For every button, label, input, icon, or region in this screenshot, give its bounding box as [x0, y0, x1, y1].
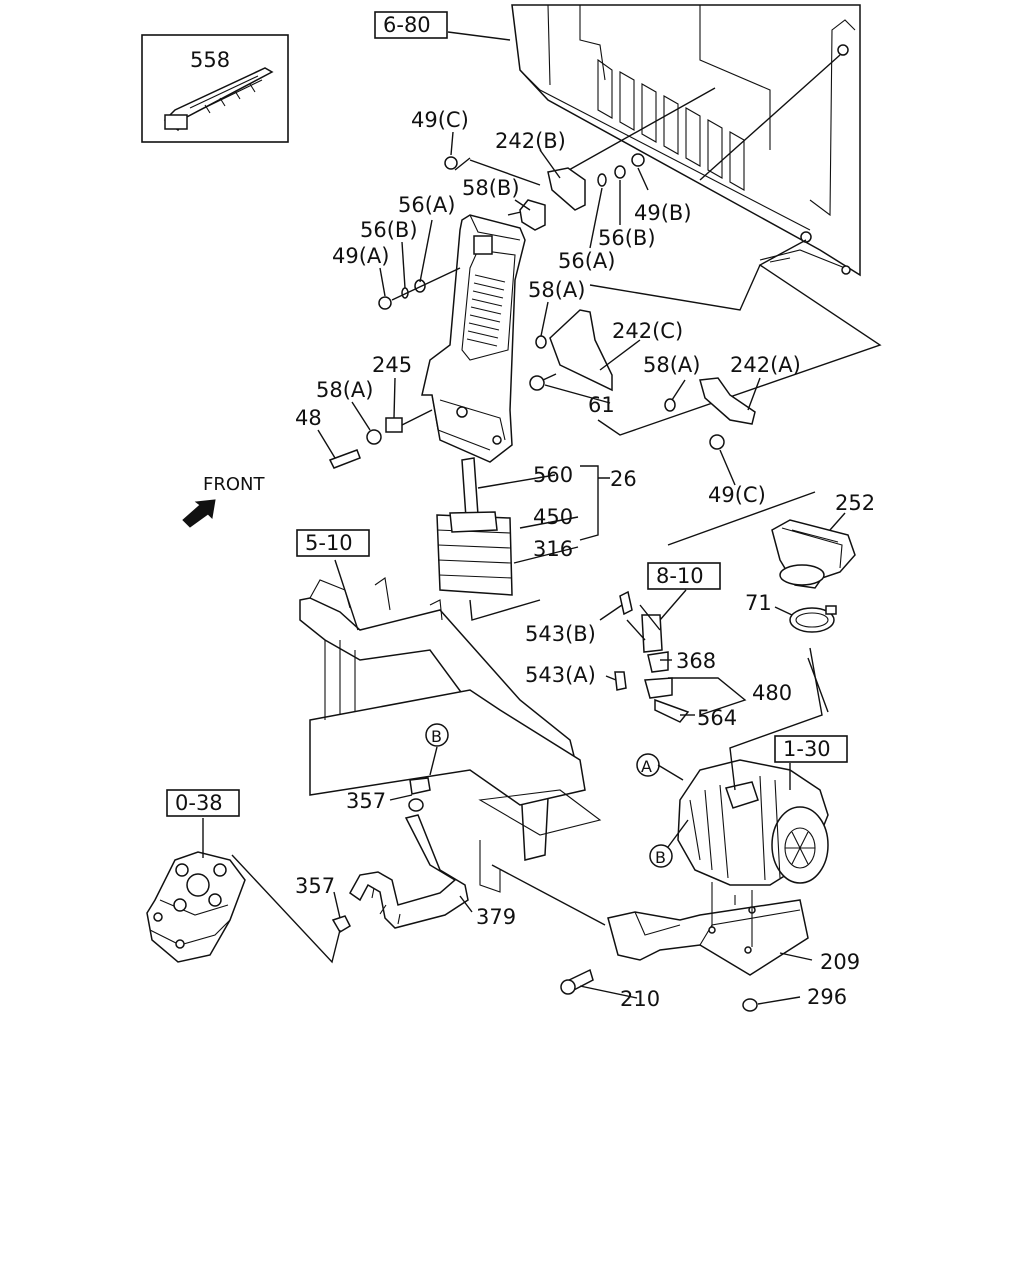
svg-text:5-10: 5-10 — [305, 531, 353, 555]
callout-357-lower: 357 — [295, 874, 335, 898]
linkage-lines — [447, 31, 882, 436]
inset-558: 558 — [141, 34, 289, 143]
svg-text:A: A — [641, 757, 652, 776]
callout-49a: 49(A) — [332, 244, 389, 268]
sensor-assembly — [614, 589, 747, 723]
callout-49b: 49(B) — [634, 201, 692, 225]
svg-text:0-38: 0-38 — [175, 791, 223, 815]
callout-242b: 242(B) — [495, 129, 566, 153]
pump-0-38 — [146, 818, 341, 964]
leader-lines — [317, 131, 846, 1005]
inlet-duct-252 — [667, 491, 856, 713]
svg-text:B: B — [431, 727, 442, 746]
lever-boot — [436, 457, 541, 621]
callout-labels: 49(C) 242(B) 58(B) 56(A) 56(B) 49(A) 49(… — [295, 108, 875, 1011]
callout-480: 480 — [752, 681, 792, 705]
callout-560: 560 — [533, 463, 573, 487]
callout-49c-bottom: 49(C) — [708, 483, 766, 507]
callout-450: 450 — [533, 505, 573, 529]
callout-58a-right: 58(A) — [643, 353, 700, 377]
bracket-209 — [491, 864, 809, 1012]
callout-245: 245 — [372, 353, 412, 377]
callout-58a-left: 58(A) — [316, 378, 373, 402]
hose-379: B — [331, 723, 469, 934]
ref-box-8-10: 8-10 — [647, 562, 721, 590]
ref-box-1-30: 1-30 — [774, 735, 848, 763]
callout-48: 48 — [295, 406, 322, 430]
cab-panel — [511, 4, 861, 277]
ref-box-6-80: 6-80 — [374, 11, 448, 39]
callout-58b: 58(B) — [462, 176, 520, 200]
ref-box-5-10: 5-10 — [296, 529, 370, 557]
callout-61: 61 — [588, 393, 615, 417]
callout-252: 252 — [835, 491, 875, 515]
inset-558-label: 558 — [190, 48, 230, 72]
callout-379: 379 — [476, 905, 516, 929]
callout-543b: 543(B) — [525, 622, 596, 646]
callout-56a-left: 56(A) — [398, 193, 455, 217]
front-arrow-icon — [182, 499, 216, 528]
callout-296: 296 — [807, 985, 847, 1009]
callout-242c: 242(C) — [612, 319, 683, 343]
callout-316: 316 — [533, 537, 573, 561]
callout-56a-right: 56(A) — [558, 249, 615, 273]
callout-26: 26 — [610, 467, 637, 491]
housing-hardware — [328, 153, 756, 469]
front-indicator: FRONT — [182, 474, 265, 528]
svg-text:1-30: 1-30 — [783, 737, 831, 761]
ref-box-0-38: 0-38 — [166, 789, 240, 817]
air-cleaner: A B — [636, 647, 829, 886]
svg-text:FRONT: FRONT — [203, 474, 265, 495]
callout-49c-top: 49(C) — [411, 108, 469, 132]
callout-564: 564 — [697, 706, 737, 730]
callout-56b-right: 56(B) — [598, 226, 656, 250]
lever-housing — [421, 214, 526, 463]
callout-56b-left: 56(B) — [360, 218, 418, 242]
svg-text:8-10: 8-10 — [656, 564, 704, 588]
callout-209: 209 — [820, 950, 860, 974]
svg-text:6-80: 6-80 — [383, 13, 431, 37]
callout-357-upper: 357 — [346, 789, 386, 813]
frame-rail — [299, 559, 602, 893]
callout-71: 71 — [745, 591, 772, 615]
callout-210: 210 — [620, 987, 660, 1011]
callout-368: 368 — [676, 649, 716, 673]
callout-242a: 242(A) — [730, 353, 801, 377]
callout-543a: 543(A) — [525, 663, 596, 687]
callout-58a-upper: 58(A) — [528, 278, 585, 302]
svg-text:B: B — [655, 848, 666, 867]
